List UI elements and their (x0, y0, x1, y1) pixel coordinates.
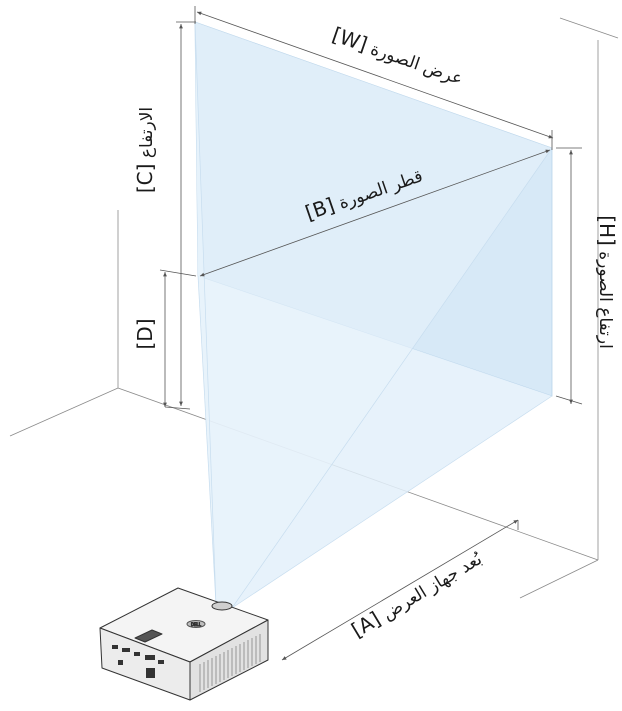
distance-dimension (281, 519, 519, 661)
dimension-lines (159, 6, 583, 661)
image-height-label: ارتفاع الصورة [H] (595, 215, 619, 349)
offset-tick-bottom (164, 406, 191, 410)
projector-ports (112, 645, 164, 678)
projector-lens (211, 601, 233, 611)
projector-side (189, 619, 269, 701)
diagonal-dimension (199, 149, 551, 277)
projector: DELL (99, 587, 269, 701)
width-dimension (196, 11, 554, 139)
height-tick-bottom (555, 395, 583, 405)
distance-label: بُعد جهاز العرض [A] (347, 546, 486, 643)
floor-left-edge (9, 387, 119, 437)
beam-edge-4 (197, 275, 217, 606)
ceiling-edge (559, 17, 619, 39)
elevation-label: الارتفاع [C] (133, 107, 157, 193)
projector-vents (199, 634, 261, 692)
floor-right-edge (519, 559, 599, 599)
projection-beam (194, 21, 553, 609)
projector-logo: DELL (191, 622, 202, 627)
projector-logo-badge (186, 620, 206, 628)
control-pad (134, 629, 163, 643)
offset-label: [D] (133, 318, 157, 349)
offset-tick-top (159, 269, 197, 277)
